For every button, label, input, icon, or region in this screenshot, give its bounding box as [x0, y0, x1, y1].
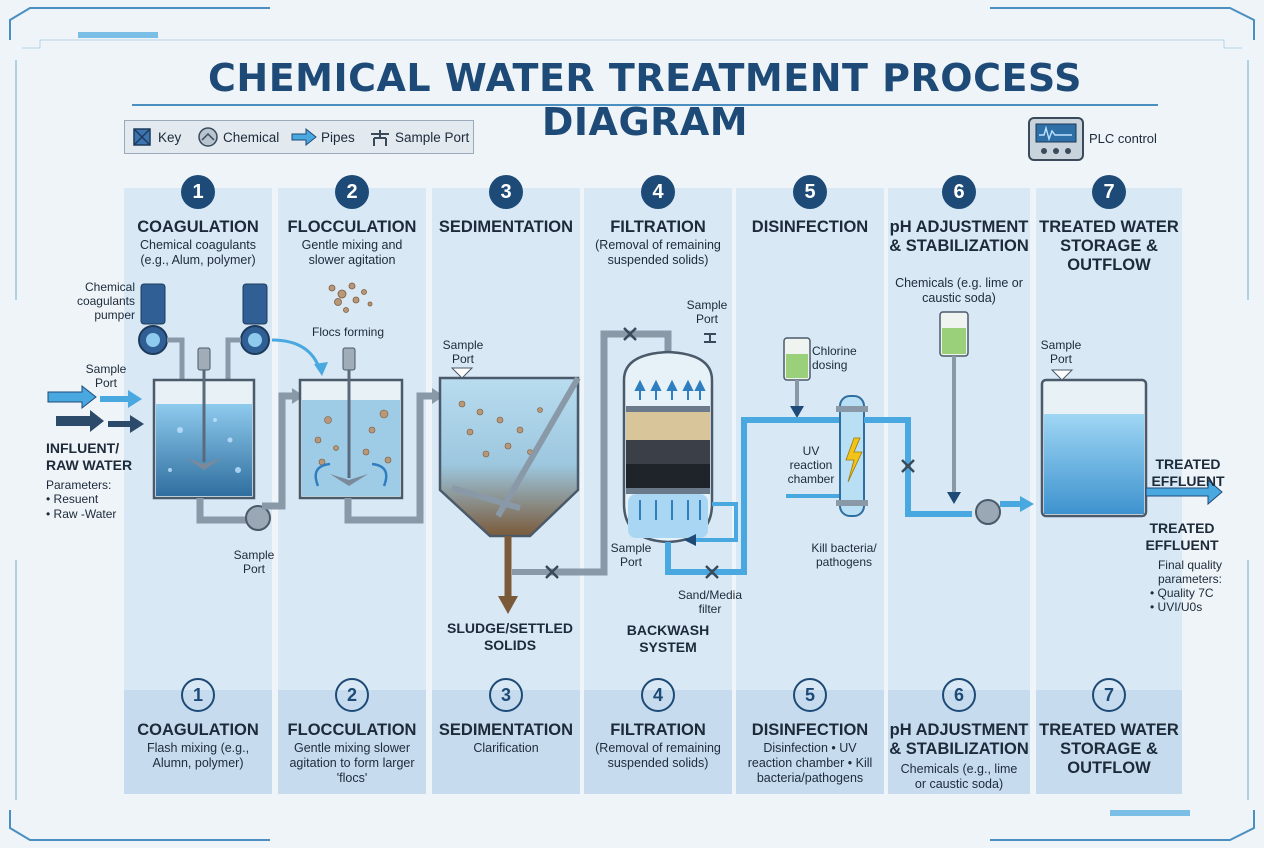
influent-param-item: • Raw -Water [46, 507, 117, 521]
sample-port-label: Sample Port [686, 298, 728, 326]
stage-title: FILTRATION [610, 721, 706, 739]
stage-number-badge: 2 [335, 175, 369, 209]
page-title: CHEMICAL WATER TREATMENT PROCESS DIAGRAM [208, 56, 1082, 144]
filtration-vessel [622, 333, 716, 544]
sample-port-label: Sample Port [233, 548, 275, 576]
final-quality-item: • Quality 7C [1150, 586, 1214, 600]
stage-number-badge: 3 [489, 678, 523, 712]
stage-number-badge: 4 [641, 678, 675, 712]
stage-subtitle: Chemicals (e.g. lime or caustic soda) [895, 276, 1023, 305]
stage-number-badge: 3 [489, 175, 523, 209]
stage-number-badge: 5 [793, 175, 827, 209]
uv-chamber-label: UV reaction chamber [787, 444, 835, 486]
backwash-label: BACKWASH SYSTEM [626, 622, 710, 655]
stage-title: DISINFECTION [751, 218, 869, 236]
legend-key-label: Key [158, 130, 182, 145]
chemical-pump-2 [225, 283, 328, 392]
stage-title: FLOCCULATION [287, 721, 417, 739]
sample-port-label: Sample Port [85, 362, 127, 390]
sample-port-label: Sample Port [442, 338, 484, 366]
stage-number-badge: 1 [181, 678, 215, 712]
ph-chemical-tank [939, 311, 969, 504]
sludge-label: SLUDGE/SETTLED SOLIDS [446, 620, 573, 653]
plc-control-label: PLC control [1089, 131, 1157, 146]
stage-title: FILTRATION [610, 218, 706, 236]
chlorine-dosing-tank [783, 337, 811, 418]
stage-title: pH ADJUSTMENT & STABILIZATION [889, 721, 1029, 758]
stage-title: pH ADJUSTMENT & STABILIZATION [889, 218, 1029, 255]
legend-chemical-label: Chemical [223, 130, 280, 145]
stage-subtitle: Disinfection • UV reaction chamber • Kil… [747, 741, 873, 785]
stage-number-badge: 5 [793, 678, 827, 712]
stage-number-badge: 4 [641, 175, 675, 209]
stage-number-badge: 1 [181, 175, 215, 209]
coagulation-tank [152, 347, 256, 500]
stage-subtitle: (Removal of remaining suspended solids) [595, 741, 721, 770]
stage-title: DISINFECTION [751, 721, 869, 739]
stage-subtitle: Gentle mixing slower agitation to form l… [289, 741, 415, 785]
stage-subtitle: Flash mixing (e.g., Alumn, polymer) [146, 741, 250, 770]
stage-title: FLOCCULATION [287, 218, 417, 236]
plc-control-icon [1028, 117, 1084, 161]
stage-subtitle: (Removal of remaining suspended solids) [595, 238, 721, 267]
final-quality-label: Final quality parameters: [1157, 558, 1222, 586]
flocculation-tank [298, 347, 404, 500]
chlorine-dosing-label: Chlorine dosing [812, 344, 857, 372]
stage-number-badge: 6 [942, 678, 976, 712]
influent-param-item: • Resuent [46, 492, 99, 506]
stage-number-badge: 2 [335, 678, 369, 712]
chemical-icon [198, 127, 218, 147]
stage-title: SEDIMENTATION [438, 218, 574, 236]
final-quality-item: • UVI/U0s [1150, 600, 1203, 614]
sample-port-label: Sample Port [610, 541, 652, 569]
legend-sample-port-label: Sample Port [395, 130, 470, 145]
stage-number-badge: 7 [1092, 175, 1126, 209]
stage-title: COAGULATION [137, 218, 259, 236]
influent-arrows [47, 384, 144, 433]
sample-port-label: Sample Port [1040, 338, 1082, 366]
influent-params-label: Parameters: [46, 478, 112, 492]
chemical-pumps-label: Chemical coagulants pumper [76, 280, 135, 322]
storage-tank [1040, 369, 1223, 518]
uv-reaction-chamber [786, 395, 972, 517]
stage-subtitle: Gentle mixing and slower agitation [301, 238, 403, 267]
influent-title: INFLUENT/ RAW WATER [46, 440, 133, 473]
pipe-arrow-icon [291, 127, 317, 147]
treated-effluent-label: TREATED EFFLUENT [1151, 456, 1225, 489]
stage-title: TREATED WATER STORAGE & OUTFLOW [1039, 218, 1179, 274]
stage-number-badge: 7 [1092, 678, 1126, 712]
stage-subtitle: Chemicals (e.g., lime or caustic soda) [900, 762, 1018, 791]
stage-title: COAGULATION [137, 721, 259, 739]
legend: Key Chemical Pipes Sample Port [124, 120, 474, 154]
title-rule [132, 104, 1158, 106]
flocs-forming-label: Flocs forming [312, 325, 385, 339]
stage-subtitle: Chemical coagulants (e.g., Alum, polymer… [139, 238, 257, 267]
stage-title: SEDIMENTATION [438, 721, 574, 739]
stage-subtitle: Clarification [473, 741, 539, 755]
sample-port-icon [371, 130, 389, 146]
treated-effluent-label: TREATED EFFLUENT [1145, 520, 1219, 553]
chemical-pump-1 [138, 283, 185, 392]
sedimentation-tank [438, 367, 581, 614]
legend-pipes-label: Pipes [321, 130, 355, 145]
stage-title: TREATED WATER STORAGE & OUTFLOW [1039, 721, 1179, 777]
kill-bacteria-label: Kill bacteria/ pathogens [811, 541, 877, 569]
flocs-cloud [328, 282, 373, 313]
key-icon [133, 128, 151, 146]
stage-number-badge: 6 [942, 175, 976, 209]
sand-media-label: Sand/Media filter [677, 588, 743, 616]
